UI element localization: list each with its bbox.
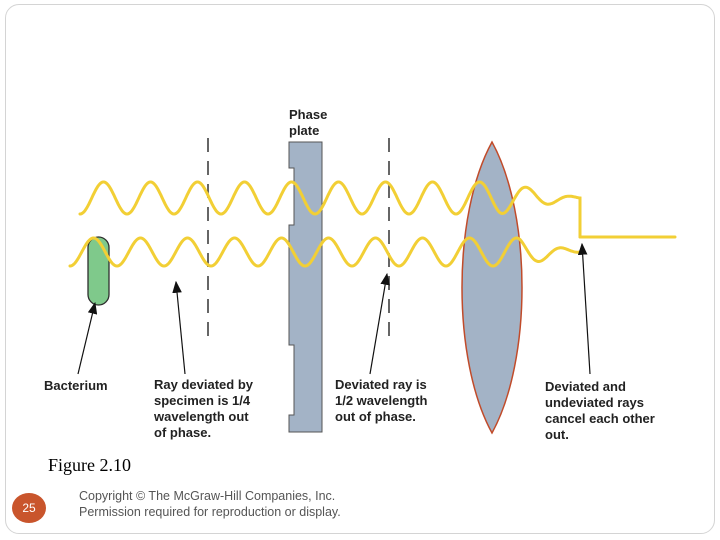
arrow-cancel (577, 242, 591, 375)
phase-plate-label: Phase plate (289, 107, 328, 138)
ray-deviated-label: Ray deviated by specimen is 1/4 waveleng… (154, 377, 253, 440)
slide-frame (5, 4, 715, 534)
deviated-wave (68, 236, 582, 268)
bacterium-cell (87, 236, 110, 306)
bacterium-label: Bacterium (44, 378, 108, 393)
arrow-bacterium (77, 301, 98, 375)
lens (461, 140, 523, 435)
cancel-label: Deviated and undeviated rays cancel each… (545, 379, 655, 442)
undeviated-wave (78, 180, 582, 239)
arrow-ray-deviated (172, 280, 186, 375)
phase-plate (288, 141, 323, 433)
slide-number-badge: 25 (12, 493, 46, 523)
arrow-deviated-half (369, 272, 390, 375)
figure-caption: Figure 2.10 (48, 455, 131, 475)
deviated-half-label: Deviated ray is 1/2 wavelength out of ph… (335, 377, 428, 424)
copyright-notice: Copyright © The McGraw-Hill Companies, I… (79, 489, 341, 519)
